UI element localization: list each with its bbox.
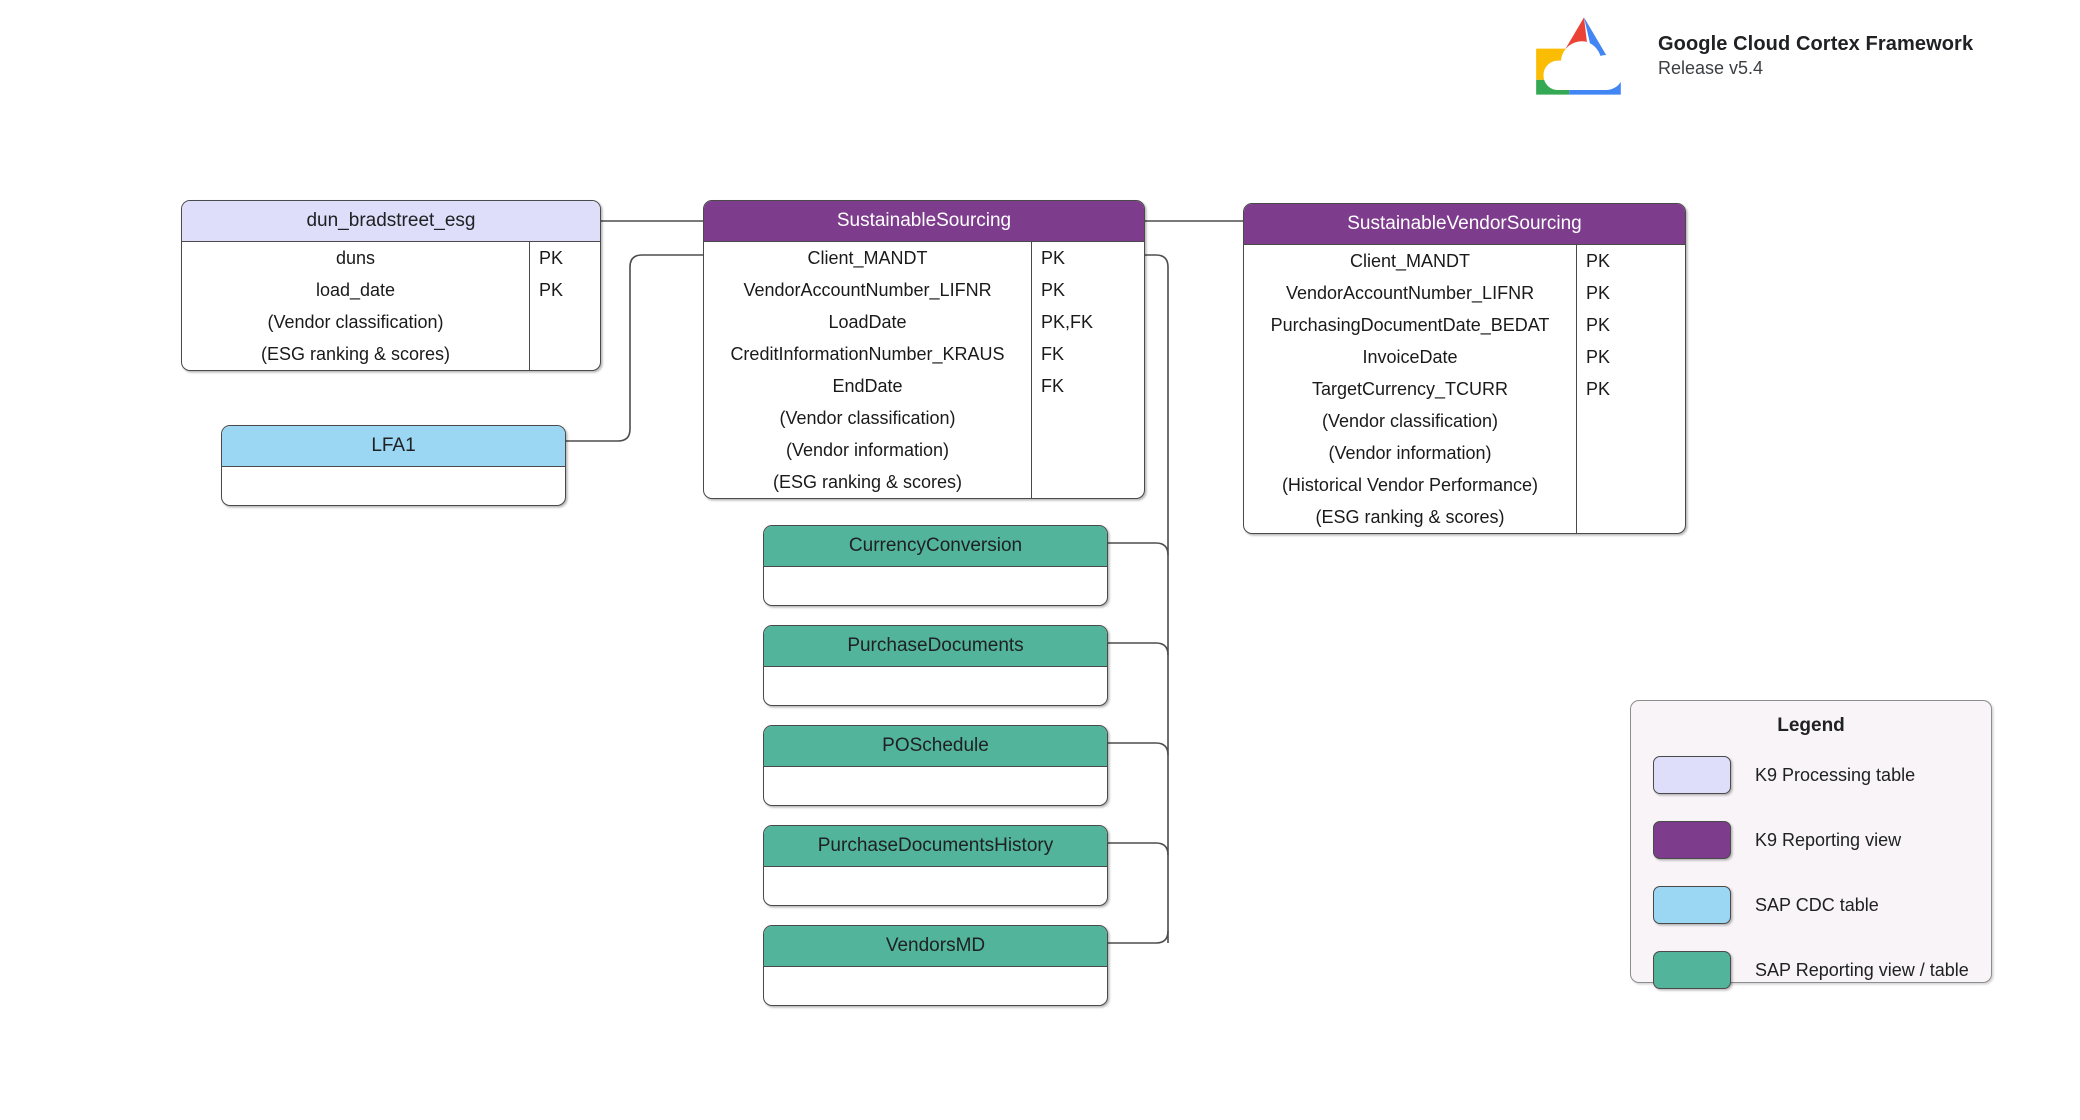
field-key: PK <box>1041 248 1066 268</box>
legend-swatch <box>1653 886 1731 924</box>
field-key <box>1577 469 1685 501</box>
legend-title: Legend <box>1777 715 1845 736</box>
legend-label: SAP CDC table <box>1755 894 1879 915</box>
field-key: PK <box>539 248 564 268</box>
field-name: VendorAccountNumber_LIFNR <box>1285 283 1535 303</box>
entity-lfa1[interactable]: LFA1 <box>221 425 566 506</box>
entity-title: SustainableVendorSourcing <box>1244 204 1685 245</box>
legend-swatch <box>1653 951 1731 989</box>
entity-empty-body <box>222 467 565 505</box>
field-column: duns load_date (Vendor classification) (… <box>182 242 529 370</box>
brand-header: Google Cloud Cortex Framework Release v5… <box>1528 10 1973 102</box>
field-name: (Vendor classification) <box>267 312 444 332</box>
legend-label: SAP Reporting view / table <box>1755 959 1969 980</box>
field-name: InvoiceDate <box>1362 347 1458 367</box>
field-key: FK <box>1041 344 1065 364</box>
field-key: PK,FK <box>1041 312 1094 332</box>
legend-item-sap-reporting-view: SAP Reporting view / table <box>1653 951 1969 989</box>
connector-currency-conversion <box>1108 542 1169 556</box>
field-key: PK <box>1041 280 1066 300</box>
field-name: Client_MANDT <box>807 248 928 268</box>
legend-item-k9-reporting-view: K9 Reporting view <box>1653 821 1901 859</box>
field-name: LoadDate <box>828 312 907 332</box>
field-column: Client_MANDT VendorAccountNumber_LIFNR P… <box>1244 245 1576 533</box>
field-key <box>1032 466 1144 498</box>
field-key: PK <box>1586 347 1611 367</box>
field-key: PK <box>1586 283 1611 303</box>
field-key: PK <box>1586 251 1611 271</box>
key-column: PK PK PK PK PK <box>1576 245 1685 533</box>
entity-empty-body <box>764 967 1107 1005</box>
entity-title: PurchaseDocumentsHistory <box>764 826 1107 867</box>
entity-empty-body <box>764 867 1107 905</box>
entity-body: Client_MANDT VendorAccountNumber_LIFNR L… <box>704 242 1144 498</box>
entity-empty-body <box>764 567 1107 605</box>
field-key <box>1032 434 1144 466</box>
entity-sustainable-sourcing[interactable]: SustainableSourcing Client_MANDT VendorA… <box>703 200 1145 499</box>
entity-title: dun_bradstreet_esg <box>182 201 600 242</box>
field-key: FK <box>1041 376 1065 396</box>
entity-sustainable-vendor-sourcing[interactable]: SustainableVendorSourcing Client_MANDT V… <box>1243 203 1686 534</box>
field-key: PK <box>1586 315 1611 335</box>
legend-panel: Legend K9 Processing table K9 Reporting … <box>1630 700 1992 989</box>
entity-body: Client_MANDT VendorAccountNumber_LIFNR P… <box>1244 245 1685 533</box>
legend-swatch <box>1653 756 1731 794</box>
field-name: load_date <box>315 280 396 300</box>
field-column: Client_MANDT VendorAccountNumber_LIFNR L… <box>704 242 1031 498</box>
entity-purchase-documents[interactable]: PurchaseDocuments <box>763 625 1108 706</box>
entity-purchase-documents-history[interactable]: PurchaseDocumentsHistory <box>763 825 1108 906</box>
legend-label: K9 Reporting view <box>1755 829 1902 850</box>
field-key <box>530 306 600 338</box>
entity-title: CurrencyConversion <box>764 526 1107 567</box>
field-name: duns <box>335 248 376 268</box>
entity-title: LFA1 <box>222 426 565 467</box>
entity-title: SustainableSourcing <box>704 201 1144 242</box>
key-column: PK PK PK,FK FK FK <box>1031 242 1144 498</box>
field-name: (ESG ranking & scores) <box>1315 507 1505 527</box>
field-name: (Vendor classification) <box>779 408 956 428</box>
connector-purchase-documents-history <box>1108 842 1169 856</box>
field-key <box>1577 405 1685 437</box>
brand-title: Google Cloud Cortex Framework <box>1658 32 1974 55</box>
key-column: PK PK <box>529 242 600 370</box>
field-name: EndDate <box>832 376 903 396</box>
field-name: PurchasingDocumentDate_BEDAT <box>1270 315 1550 335</box>
legend-item-sap-cdc-table: SAP CDC table <box>1653 886 1879 924</box>
field-key <box>530 338 600 370</box>
field-name: (Historical Vendor Performance) <box>1281 475 1539 495</box>
entity-title: VendorsMD <box>764 926 1107 967</box>
entity-vendors-md[interactable]: VendorsMD <box>763 925 1108 1006</box>
field-name: (ESG ranking & scores) <box>260 344 451 364</box>
field-name: (Vendor classification) <box>1321 411 1499 431</box>
entity-title: PurchaseDocuments <box>764 626 1107 667</box>
legend-item-k9-processing-table: K9 Processing table <box>1653 756 1915 794</box>
entity-empty-body <box>764 667 1107 705</box>
legend-swatch <box>1653 821 1731 859</box>
field-key <box>1032 402 1144 434</box>
field-key: PK <box>539 280 564 300</box>
entity-po-schedule[interactable]: POSchedule <box>763 725 1108 806</box>
field-key <box>1577 437 1685 469</box>
field-key <box>1577 501 1685 533</box>
connector-trunk-vertical <box>1145 254 1169 943</box>
field-name: TargetCurrency_TCURR <box>1311 379 1509 399</box>
entity-currency-conversion[interactable]: CurrencyConversion <box>763 525 1108 606</box>
connector-po-schedule <box>1108 742 1169 756</box>
field-name: Client_MANDT <box>1349 251 1471 271</box>
entity-empty-body <box>764 767 1107 805</box>
field-key: PK <box>1586 379 1611 399</box>
field-name: (Vendor information) <box>1328 443 1492 463</box>
legend-label: K9 Processing table <box>1755 764 1916 785</box>
field-name: (ESG ranking & scores) <box>772 472 963 492</box>
google-cloud-logo-icon <box>1536 17 1624 95</box>
brand-release: Release v5.4 <box>1658 58 1764 79</box>
field-name: VendorAccountNumber_LIFNR <box>743 280 992 300</box>
field-name: (Vendor information) <box>785 440 950 460</box>
entity-title: POSchedule <box>764 726 1107 767</box>
connector-purchase-documents <box>1108 642 1169 656</box>
field-name: CreditInformationNumber_KRAUS <box>730 344 1005 364</box>
entity-body: duns load_date (Vendor classification) (… <box>182 242 600 370</box>
entity-dun-bradstreet-esg[interactable]: dun_bradstreet_esg duns load_date (Vendo… <box>181 200 601 371</box>
connector-vendors-md <box>1108 930 1169 944</box>
